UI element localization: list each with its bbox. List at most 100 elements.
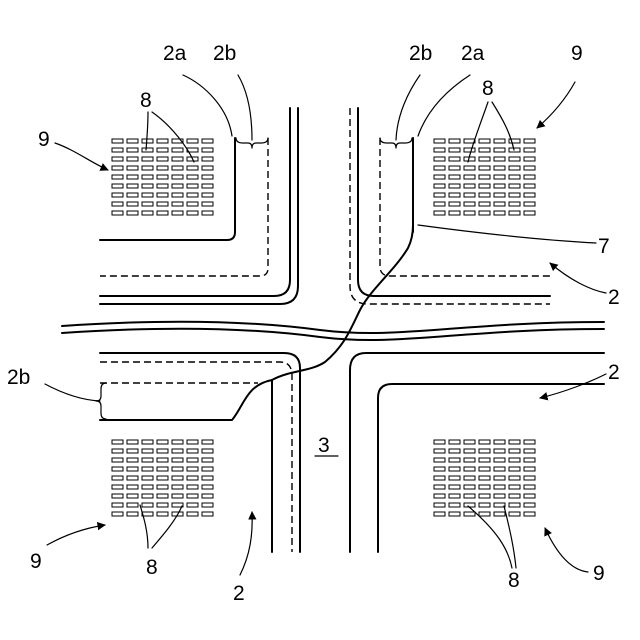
slot: [142, 449, 153, 453]
slot: [449, 485, 460, 489]
slot: [494, 184, 505, 188]
slot: [524, 467, 535, 471]
slot: [449, 175, 460, 179]
slot: [112, 166, 123, 170]
slot: [142, 467, 153, 471]
slot: [509, 193, 520, 197]
slot: [172, 467, 183, 471]
slot: [434, 476, 445, 480]
slot: [172, 458, 183, 462]
slot: [142, 139, 153, 143]
slot: [112, 458, 123, 462]
slot: [434, 485, 445, 489]
label-8-top-right: 8: [482, 77, 494, 100]
slot: [449, 166, 460, 170]
slot: [202, 184, 213, 188]
slot: [187, 494, 198, 498]
label-2-right-upper: 2: [608, 286, 620, 309]
slot: [142, 440, 153, 444]
slot: [509, 449, 520, 453]
slot: [479, 139, 490, 143]
slot: [142, 184, 153, 188]
slot: [127, 166, 138, 170]
bottom-left-block: [100, 353, 300, 552]
slot: [479, 503, 490, 507]
slot: [157, 184, 168, 188]
slot: [494, 476, 505, 480]
label-8-top-left: 8: [140, 89, 152, 112]
slot: [142, 175, 153, 179]
arrows: [47, 82, 606, 575]
slot: [434, 467, 445, 471]
label-2a-top-left: 2a: [163, 42, 187, 65]
slot: [494, 175, 505, 179]
slot: [187, 485, 198, 489]
slot: [172, 148, 183, 152]
slot: [524, 211, 535, 215]
slot: [479, 458, 490, 462]
slot: [434, 449, 445, 453]
label-7: 7: [598, 235, 610, 258]
slot: [479, 512, 490, 516]
slot: [464, 193, 475, 197]
slot: [479, 211, 490, 215]
slot: [187, 458, 198, 462]
slot: [202, 202, 213, 206]
slot: [524, 157, 535, 161]
slot: [464, 211, 475, 215]
slot: [127, 476, 138, 480]
slot: [524, 202, 535, 206]
slot: [127, 157, 138, 161]
slot: [449, 494, 460, 498]
slot: [112, 512, 123, 516]
slot: [112, 157, 123, 161]
slot: [449, 139, 460, 143]
slot: [509, 202, 520, 206]
slot: [479, 166, 490, 170]
slot: [142, 193, 153, 197]
slot: [172, 485, 183, 489]
slot: [157, 139, 168, 143]
slot: [509, 503, 520, 507]
slot: [509, 211, 520, 215]
slot: [449, 193, 460, 197]
slot: [187, 184, 198, 188]
slot: [202, 449, 213, 453]
slot: [449, 440, 460, 444]
slot: [479, 440, 490, 444]
slot: [187, 175, 198, 179]
slot: [509, 467, 520, 471]
label-2b-top-right: 2b: [409, 42, 432, 65]
slot: [449, 184, 460, 188]
slot: [479, 467, 490, 471]
slot: [524, 175, 535, 179]
slot: [112, 175, 123, 179]
slot: [127, 467, 138, 471]
slot: [202, 166, 213, 170]
slot: [464, 166, 475, 170]
slot: [157, 458, 168, 462]
slot: [494, 512, 505, 516]
label-2a-top-right: 2a: [461, 42, 485, 65]
label-9-bottom-left: 9: [30, 550, 42, 573]
slot: [509, 476, 520, 480]
slot: [112, 503, 123, 507]
slot: [494, 449, 505, 453]
slot: [464, 184, 475, 188]
slot-grid-top-left: [112, 139, 213, 215]
slot: [509, 494, 520, 498]
label-2-bottom: 2: [233, 582, 245, 605]
slot: [449, 503, 460, 507]
slot: [494, 503, 505, 507]
slot: [127, 202, 138, 206]
slot: [449, 467, 460, 471]
slot: [187, 166, 198, 170]
slot: [494, 157, 505, 161]
slot: [434, 440, 445, 444]
slot: [494, 440, 505, 444]
slot: [524, 476, 535, 480]
slot: [434, 166, 445, 170]
slot: [112, 476, 123, 480]
slot: [524, 503, 535, 507]
